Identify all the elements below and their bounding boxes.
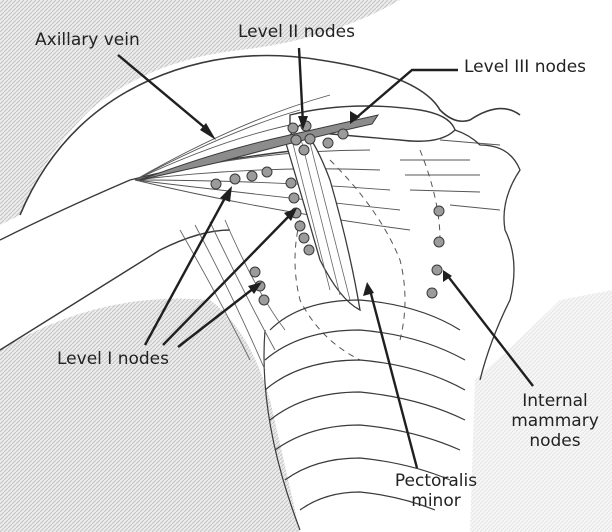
label-internal-mammary-nodes: Internal mammary nodes	[505, 391, 605, 451]
label-level-ii-nodes: Level II nodes	[238, 22, 355, 42]
label-internal-mammary-line1: Internal	[505, 391, 605, 411]
label-level-iii-nodes: Level III nodes	[464, 57, 586, 77]
sternum-outline	[455, 130, 520, 380]
label-internal-mammary-line2: mammary	[505, 411, 605, 431]
label-axillary-vein: Axillary vein	[35, 30, 140, 50]
label-pectoralis-line2: minor	[386, 491, 486, 511]
label-pectoralis-minor: Pectoralis minor	[386, 471, 486, 511]
label-level-i-nodes: Level I nodes	[57, 349, 169, 369]
label-internal-mammary-line3: nodes	[505, 431, 605, 451]
pointer-pectoralis-minor	[370, 290, 417, 468]
label-pectoralis-line1: Pectoralis	[386, 471, 486, 491]
